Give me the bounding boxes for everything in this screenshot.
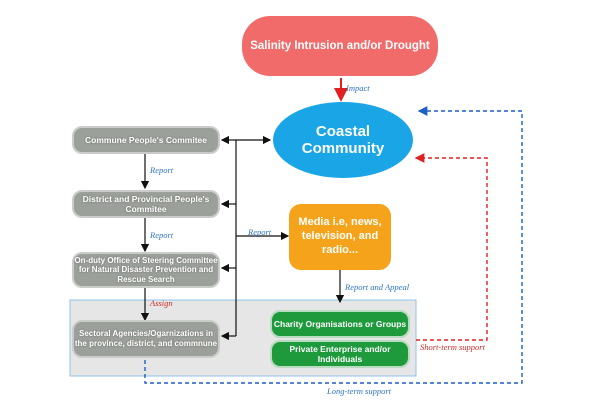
private-enterprise-label: Private Enterprise and/or Individuals (289, 343, 391, 364)
district-provincial-committee-label: District and Provincial People's Commite… (82, 193, 210, 214)
charity-organisations-label: Charity Organisations or Groups (273, 318, 407, 329)
short-term-support-label: Short-term support (420, 342, 485, 352)
long-term-support-label: Long-term support (327, 386, 391, 396)
drought-label: Salinity Intrusion and/or Drought (250, 40, 430, 52)
media-label: Media i.e, news, television, and radio..… (298, 216, 382, 256)
report-and-appeal-label: Report and Appeal (345, 282, 410, 292)
coastal-community-ellipse (273, 102, 413, 178)
drought-node: Salinity Intrusion and/or Drought (242, 16, 438, 76)
charity-organisations-node: Charity Organisations or Groups (270, 310, 410, 338)
report-label-3: Report (248, 227, 272, 237)
sectoral-agencies-node: Sectoral Agencies/Ogarnizations in the p… (72, 320, 220, 358)
on-duty-office-node: On-duty Office of Steering Committee for… (72, 252, 220, 288)
private-enterprise-node: Private Enterprise and/or Individuals (270, 340, 410, 368)
coastal-community-label: Coastal Community (301, 123, 385, 157)
commune-committee-node: Commune People's Commitee (72, 126, 220, 154)
sectoral-agencies-label: Sectoral Agencies/Ogarnizations in the p… (74, 329, 218, 348)
long-term-support-arrow (144, 106, 523, 384)
coastal-community-node: Coastal Community (273, 102, 413, 178)
assign-label: Assign (150, 298, 173, 308)
impact-label: Impact (346, 83, 370, 93)
report-label-2: Report (150, 230, 174, 240)
on-duty-office-label: On-duty Office of Steering Committee for… (74, 255, 218, 284)
short-term-support-arrow (414, 153, 488, 341)
report-label-1: Report (150, 165, 174, 175)
district-provincial-committee-node: District and Provincial People's Commite… (72, 190, 220, 218)
commune-committee-label: Commune People's Commitee (85, 134, 207, 145)
media-node: Media i.e, news, television, and radio..… (289, 204, 391, 270)
